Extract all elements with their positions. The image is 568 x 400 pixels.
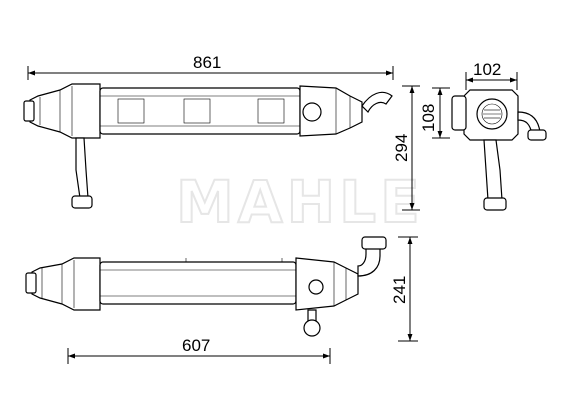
- dimension-label-241: 241: [390, 276, 409, 304]
- dimension-label-607: 607: [182, 336, 210, 355]
- cooler-side-view: [451, 89, 547, 211]
- dimension-label-861: 861: [193, 53, 221, 72]
- dimension-label-108: 108: [419, 104, 438, 132]
- dimension-label-102: 102: [473, 60, 501, 79]
- dimension-side-width: 102: [465, 60, 518, 90]
- dimension-side-inner-height: 108: [419, 87, 450, 139]
- cooler-top-view: [23, 83, 393, 209]
- dimension-top-height: 294: [392, 85, 420, 211]
- dimension-top-length: 861: [27, 53, 394, 80]
- dimension-bottom-height: 241: [390, 236, 418, 342]
- cooler-bottom-view: [25, 236, 387, 337]
- dimension-label-294: 294: [392, 134, 411, 162]
- watermark-logo: MAHLE: [176, 168, 424, 236]
- dimension-bottom-length: 607: [67, 336, 331, 364]
